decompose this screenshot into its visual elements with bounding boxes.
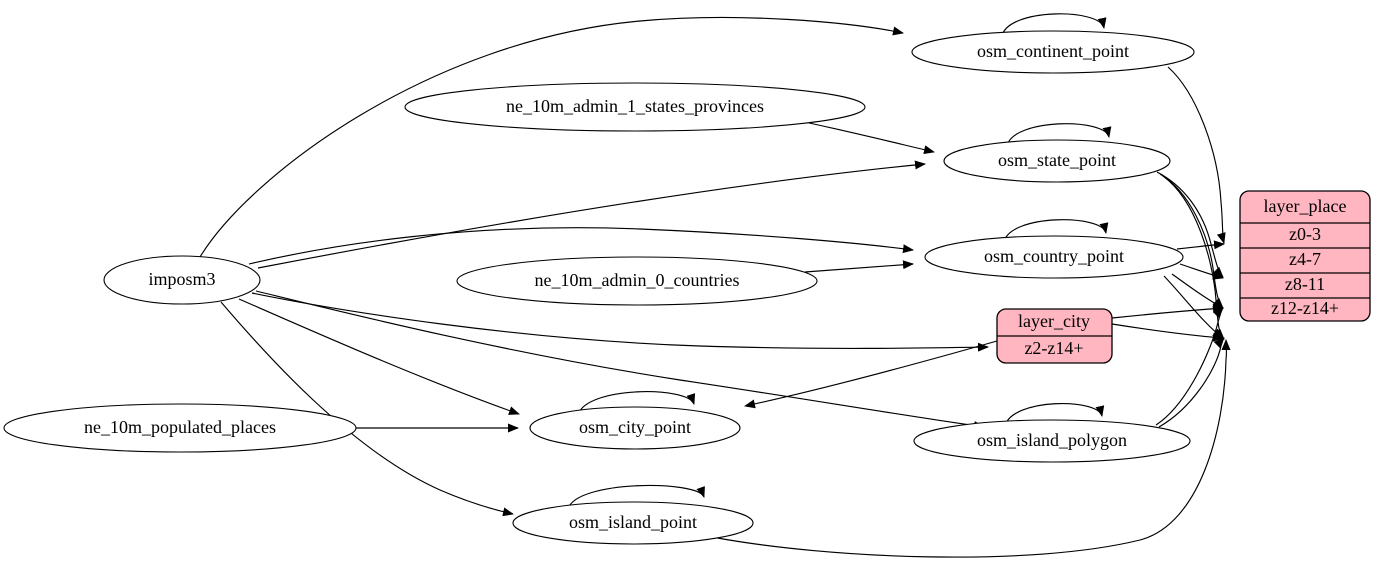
node-label-osm-island-point: osm_island_point bbox=[569, 512, 697, 532]
edge-self-osm-island-polygon bbox=[1004, 403, 1105, 427]
edge-osm-island-polygon-to-z8-11 bbox=[1155, 307, 1224, 426]
edge-layer-city-to-osm-city-point bbox=[744, 340, 998, 409]
record-row-z4-7[interactable]: z4-7 bbox=[1289, 249, 1321, 269]
edge-self-osm-state-point bbox=[1006, 123, 1112, 147]
node-osm-continent-point[interactable]: osm_continent_point bbox=[911, 30, 1195, 74]
edge-self-osm-country-point bbox=[1003, 219, 1109, 243]
record-row-layer-place-header: layer_place bbox=[1264, 196, 1347, 216]
node-osm-island-point[interactable]: osm_island_point bbox=[512, 501, 754, 545]
edge-self-osm-island-point bbox=[567, 484, 705, 510]
edge-osm-country-point-to-z0-3 bbox=[1176, 240, 1225, 250]
node-label-ne-states: ne_10m_admin_1_states_provinces bbox=[506, 96, 764, 116]
node-imposm3[interactable]: imposm3 bbox=[103, 255, 261, 305]
node-label-imposm3: imposm3 bbox=[148, 269, 215, 289]
node-shape-ne-populated[interactable] bbox=[3, 403, 357, 453]
node-shape-osm-city-point[interactable] bbox=[529, 406, 741, 450]
edge-ne-countries-to-osm-country-point bbox=[804, 260, 914, 273]
nodes-layer: imposm3 ne_10m_admin_1_states_provinces … bbox=[3, 30, 1371, 545]
edge-layer-city-to-z8-11 bbox=[1111, 304, 1224, 319]
node-label-osm-city-point: osm_city_point bbox=[579, 417, 691, 437]
edge-osm-continent-point-to-z0-3 bbox=[1167, 66, 1226, 244]
node-ne-10m-admin-0-countries[interactable]: ne_10m_admin_0_countries bbox=[456, 256, 818, 306]
edge-imposm3-to-osm-island-polygon bbox=[255, 290, 985, 431]
record-row-z8-11[interactable]: z8-11 bbox=[1285, 274, 1325, 294]
node-shape-osm-continent-point[interactable] bbox=[911, 30, 1195, 74]
node-ne-10m-admin-1-states-provinces[interactable]: ne_10m_admin_1_states_provinces bbox=[404, 82, 866, 132]
edge-imposm3-to-osm-continent-point bbox=[199, 16, 904, 258]
edge-imposm3-to-osm-island-point bbox=[220, 301, 514, 517]
edge-osm-island-polygon-to-z12-z14 bbox=[1158, 337, 1225, 428]
record-node-layer-city[interactable]: layer_city z2-z14+ bbox=[996, 308, 1113, 364]
edge-ne-states-to-osm-state-point bbox=[808, 122, 935, 155]
node-label-osm-island-polygon: osm_island_polygon bbox=[977, 430, 1127, 450]
edge-osm-state-point-to-z4-7 bbox=[1156, 171, 1224, 278]
node-label-osm-state-point: osm_state_point bbox=[998, 150, 1116, 170]
node-shape-imposm3[interactable] bbox=[103, 255, 261, 305]
record-node-layer-place[interactable]: layer_place z0-3 z4-7 z8-11 z12-z14+ bbox=[1239, 190, 1371, 322]
node-osm-island-polygon[interactable]: osm_island_polygon bbox=[913, 419, 1191, 463]
node-label-ne-populated: ne_10m_populated_places bbox=[84, 417, 276, 437]
node-osm-city-point[interactable]: osm_city_point bbox=[529, 406, 741, 450]
record-row-z2-z14[interactable]: z2-z14+ bbox=[1024, 338, 1083, 358]
record-row-layer-city-header: layer_city bbox=[1018, 311, 1090, 331]
node-shape-osm-country-point[interactable] bbox=[924, 235, 1184, 279]
node-shape-osm-island-point[interactable] bbox=[512, 501, 754, 545]
record-row-z0-3[interactable]: z0-3 bbox=[1289, 224, 1321, 244]
edge-imposm3-to-osm-city-point bbox=[238, 298, 520, 415]
node-ne-10m-populated-places[interactable]: ne_10m_populated_places bbox=[3, 403, 357, 453]
node-label-osm-country-point: osm_country_point bbox=[984, 246, 1124, 266]
record-row-z12-z14[interactable]: z12-z14+ bbox=[1271, 298, 1339, 318]
node-osm-country-point[interactable]: osm_country_point bbox=[924, 235, 1184, 279]
edges-layer bbox=[199, 13, 1231, 558]
node-label-ne-countries: ne_10m_admin_0_countries bbox=[535, 270, 740, 290]
edge-imposm3-to-osm-state-point bbox=[257, 160, 926, 269]
node-shape-osm-island-polygon[interactable] bbox=[913, 419, 1191, 463]
node-shape-ne-countries[interactable] bbox=[456, 256, 818, 306]
edge-layer-city-to-z12-z14 bbox=[1111, 323, 1224, 342]
node-shape-ne-states[interactable] bbox=[404, 82, 866, 132]
edge-self-osm-city-point bbox=[577, 391, 696, 416]
node-shape-osm-state-point[interactable] bbox=[943, 139, 1171, 183]
edge-self-osm-continent-point bbox=[1001, 13, 1107, 37]
edge-osm-country-point-to-z4-7 bbox=[1179, 263, 1224, 280]
node-osm-state-point[interactable]: osm_state_point bbox=[943, 139, 1171, 183]
edge-imposm3-to-layer-city bbox=[251, 292, 989, 352]
edge-imposm3-to-osm-country-point bbox=[248, 227, 914, 265]
node-label-osm-continent-point: osm_continent_point bbox=[977, 41, 1129, 61]
edge-osm-island-point-to-z12-z14 bbox=[711, 339, 1231, 558]
